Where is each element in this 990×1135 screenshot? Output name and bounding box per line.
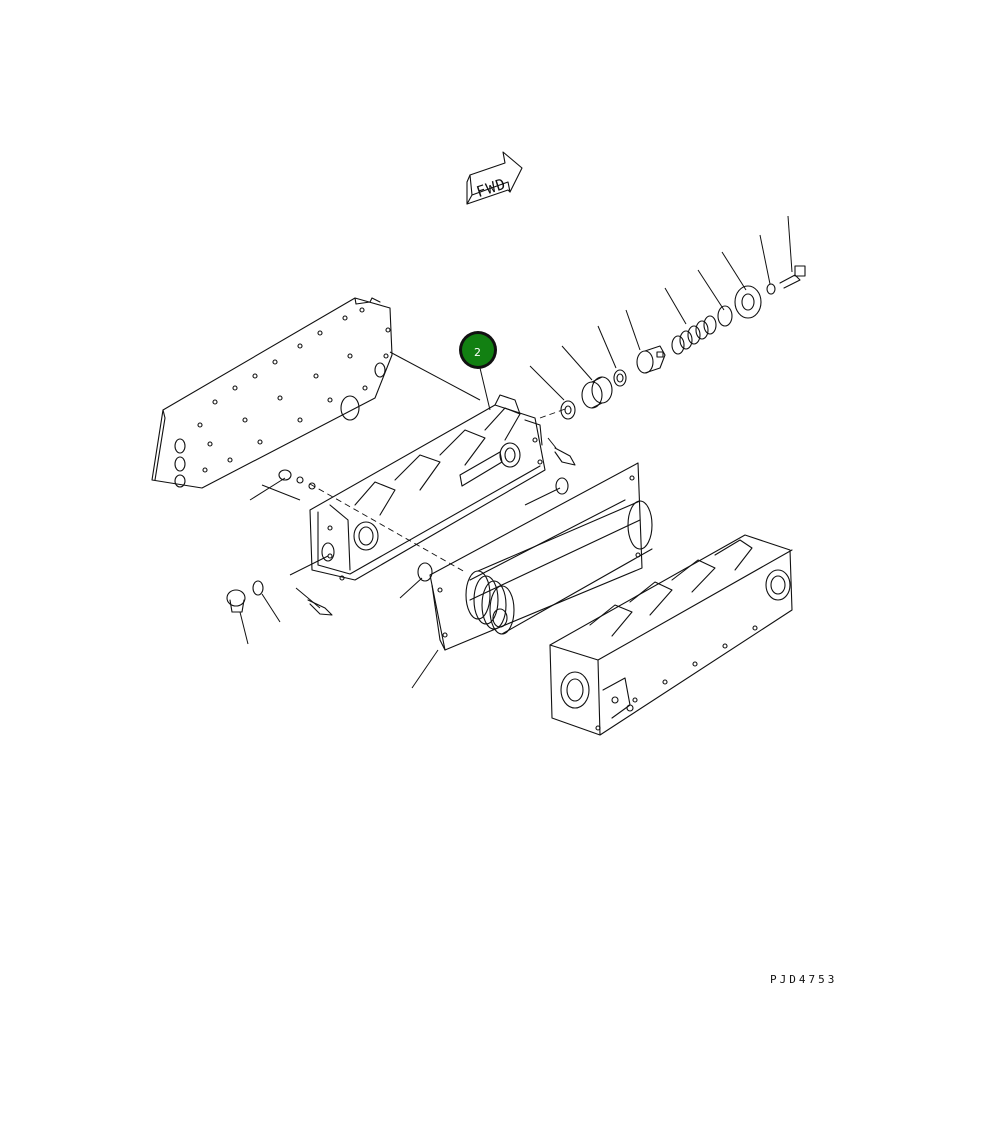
forward-arrow-icon — [466, 151, 523, 205]
cooler-gasket — [309, 394, 546, 581]
leader-lines — [239, 215, 793, 689]
cooler-element — [429, 462, 653, 651]
callout-badge[interactable]: 2 — [459, 331, 497, 369]
fasteners — [226, 447, 576, 616]
cooler-cover-plate — [151, 297, 393, 489]
valve-parts — [560, 265, 806, 420]
callout-fill — [462, 334, 494, 366]
drawing-code: PJD4753 — [770, 973, 838, 986]
callout-number: 2 — [474, 346, 481, 359]
fwd-label: FWD — [474, 175, 508, 201]
cooler-housing — [549, 534, 793, 736]
